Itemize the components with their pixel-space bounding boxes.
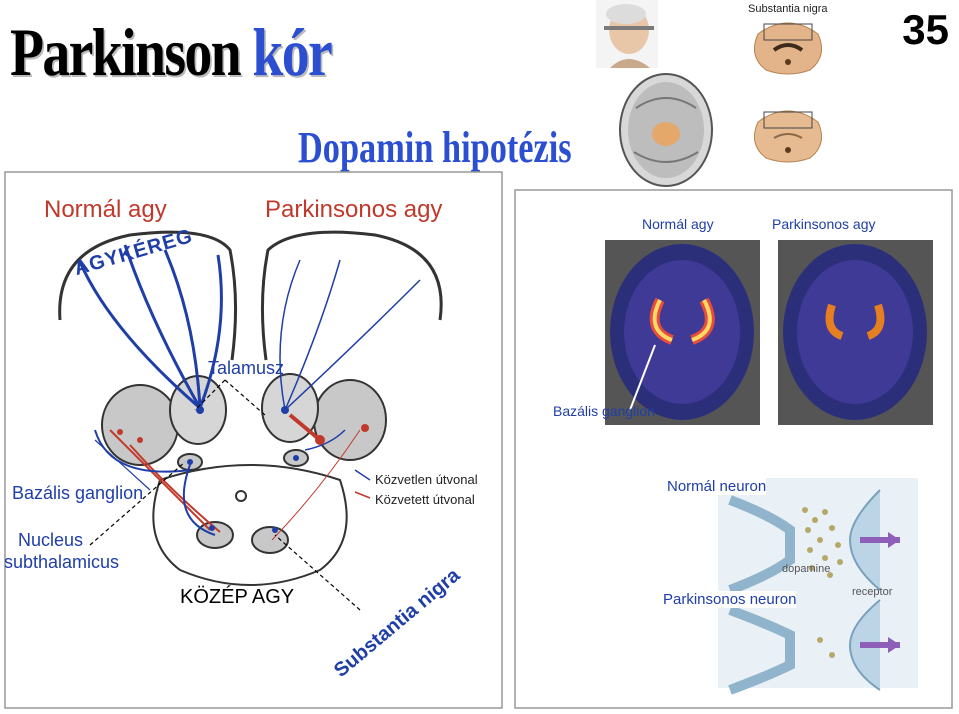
patient-head-image (596, 0, 658, 68)
title-part2: kór (252, 14, 332, 90)
thalamus-label: Talamusz (208, 358, 285, 378)
pet-normal-label: Normál agy (642, 216, 714, 232)
indirect-pathway-label: Közvetett útvonal (375, 492, 475, 507)
receptor-label: receptor (852, 586, 893, 598)
slide-subtitle: Dopamin hipotézis (298, 123, 572, 172)
nucleus-label-line2: subthalamicus (4, 552, 120, 572)
direct-pathway-label: Közvetlen útvonal (375, 472, 478, 487)
title-part1: Parkinson (10, 14, 242, 90)
slide-number: 35 (902, 6, 949, 53)
parkinson-neuron-label: Parkinsonos neuron (663, 591, 797, 608)
normal-neuron-label: Normál neuron (667, 478, 767, 495)
dopamine-label: dopamine (782, 563, 831, 575)
pet-parkinson-label: Parkinsonos agy (772, 216, 876, 232)
slide-title: Parkinson kór (10, 18, 333, 86)
basal-ganglia-label: Bazális ganglion (12, 483, 144, 503)
substantia-caption: Substantia nigra (748, 3, 828, 15)
midbrain-section-parkinson (753, 110, 823, 163)
pet-basal-ganglia-label: Bazális ganglion (553, 403, 655, 419)
midbrain-label: KÖZÉP AGY (180, 586, 295, 608)
diagram-parkinson-label: Parkinsonos agy (265, 196, 443, 223)
diagram-normal-label: Normál agy (44, 196, 167, 223)
nucleus-label-line1: Nucleus (18, 530, 84, 550)
midbrain-section-normal (748, 16, 828, 76)
brain-axial-section (619, 73, 713, 187)
